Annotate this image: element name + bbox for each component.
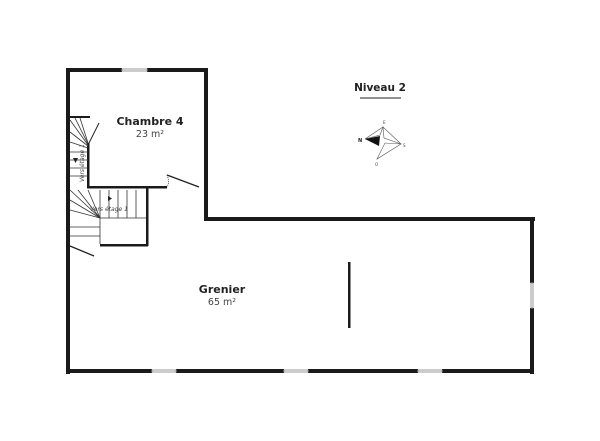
windows (121, 68, 534, 373)
level-label: Niveau 2 (354, 82, 406, 94)
walls (66, 68, 535, 374)
svg-text:N: N (358, 138, 362, 144)
compass-icon: N E S O (358, 120, 406, 167)
svg-text:E: E (383, 120, 386, 125)
room-area-grenier: 65 m² (208, 297, 236, 308)
stair-label-upper: Vers étage 1 (79, 144, 86, 182)
doors (69, 122, 200, 257)
svg-text:S: S (403, 143, 406, 148)
room-name-grenier: Grenier (199, 283, 246, 296)
stair-label-lower: Vers étage 1 (90, 206, 128, 213)
room-name-chambre: Chambre 4 (116, 115, 183, 128)
staircase-lower (69, 189, 146, 244)
staircase-upper (69, 117, 89, 177)
room-area-chambre: 23 m² (136, 129, 164, 140)
arrow-down-icon (73, 158, 78, 163)
arrow-right-icon (108, 196, 112, 201)
svg-text:O: O (375, 162, 378, 167)
